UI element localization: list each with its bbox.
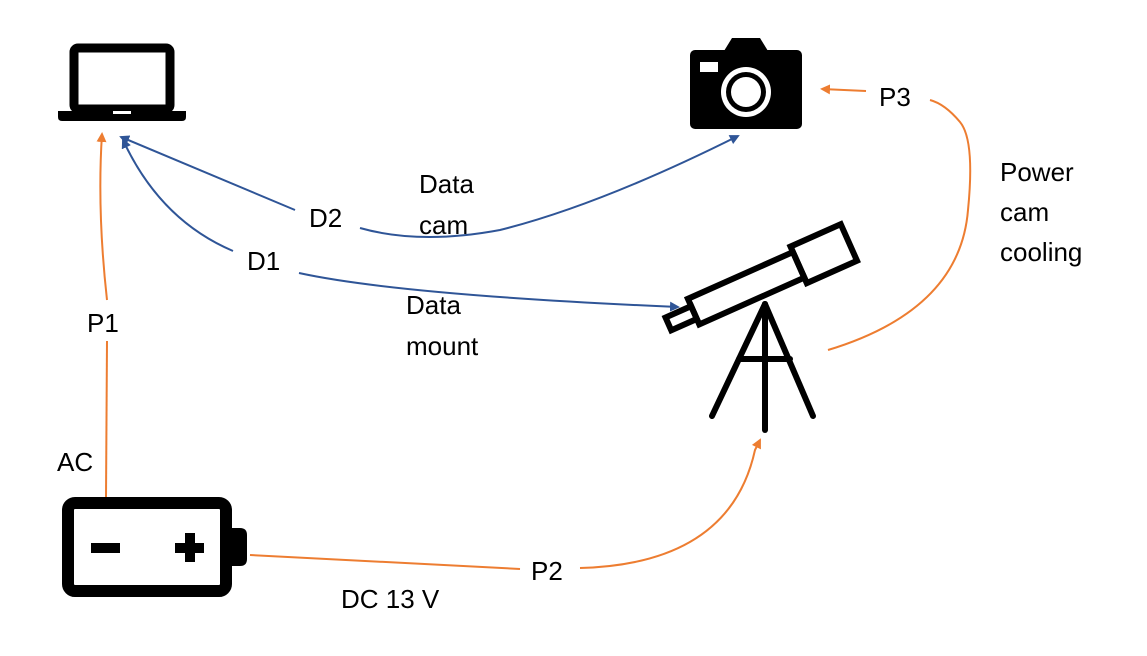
- label-data-cam-1: Data: [419, 169, 474, 199]
- label-data-mount-2: mount: [406, 331, 479, 361]
- connector-d1-right: [298, 272, 680, 312]
- label-dc-voltage: DC 13 V: [341, 584, 440, 614]
- label-d1: D1: [247, 246, 280, 276]
- battery-icon: [62, 497, 247, 597]
- connector-p1-upper: [96, 132, 108, 301]
- label-d2: D2: [309, 203, 342, 233]
- connector-p2-left: [249, 554, 521, 570]
- connector-p2-right: [579, 438, 761, 569]
- connector-d1-left: [121, 138, 234, 252]
- label-data-mount-1: Data: [406, 290, 461, 320]
- connector-d2-left: [119, 135, 296, 211]
- label-power-cam-cooling-1: Power: [1000, 157, 1074, 187]
- label-power-cam-cooling-3: cooling: [1000, 237, 1082, 267]
- label-p1: P1: [87, 308, 119, 338]
- label-power-cam-cooling-2: cam: [1000, 197, 1049, 227]
- label-ac: AC: [57, 447, 93, 477]
- telescope-icon: [661, 220, 861, 433]
- connector-p1-lower: [105, 340, 108, 498]
- laptop-icon: [58, 43, 186, 121]
- connector-p3-curve: [827, 99, 972, 351]
- camera-icon: [690, 38, 802, 129]
- label-data-cam-2: cam: [419, 210, 468, 240]
- label-p3: P3: [879, 82, 911, 112]
- connector-p3-arrow: [820, 84, 867, 95]
- minus-sign-icon: [91, 543, 120, 553]
- connector-d2-right: [359, 135, 740, 238]
- label-p2: P2: [531, 556, 563, 586]
